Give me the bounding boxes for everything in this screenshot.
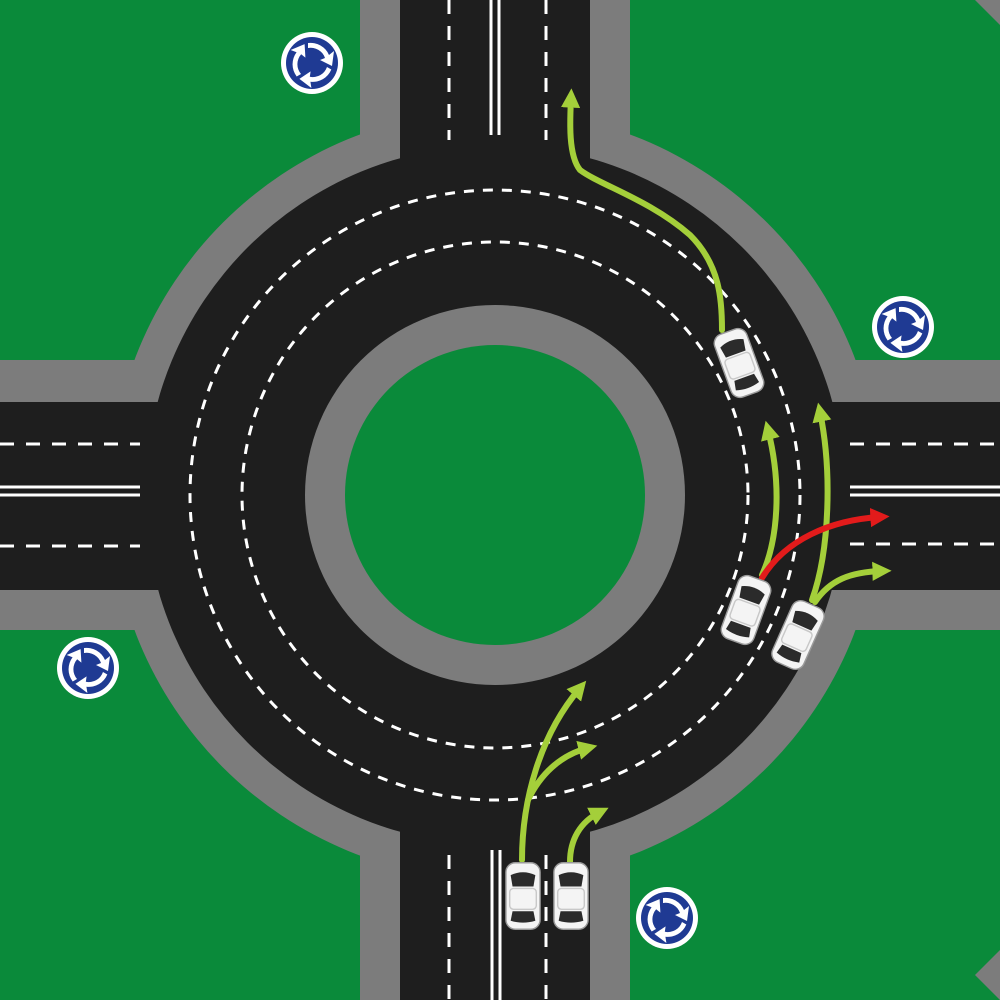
central-island <box>305 305 685 685</box>
route-right-lane-exit-north <box>560 88 725 333</box>
car-icon <box>553 862 589 930</box>
roundabout-mandatory-sign-icon <box>57 637 119 699</box>
route-south-left-lane-middle <box>525 741 598 803</box>
car-icon <box>505 862 541 930</box>
route-outer-lane-continue <box>809 402 832 603</box>
route-inner-lane-exit-east <box>759 507 890 581</box>
route-outer-lane-exit-east <box>812 561 892 605</box>
route-arrows <box>519 88 892 865</box>
roundabout-mandatory-sign-icon <box>872 296 934 358</box>
route-inner-lane-continue <box>759 420 780 578</box>
roundabout-mandatory-sign-icon <box>636 887 698 949</box>
route-south-right-lane-outer <box>567 807 609 865</box>
route-south-left-lane-inner <box>519 680 587 863</box>
roundabout-mandatory-sign-icon <box>281 32 343 94</box>
